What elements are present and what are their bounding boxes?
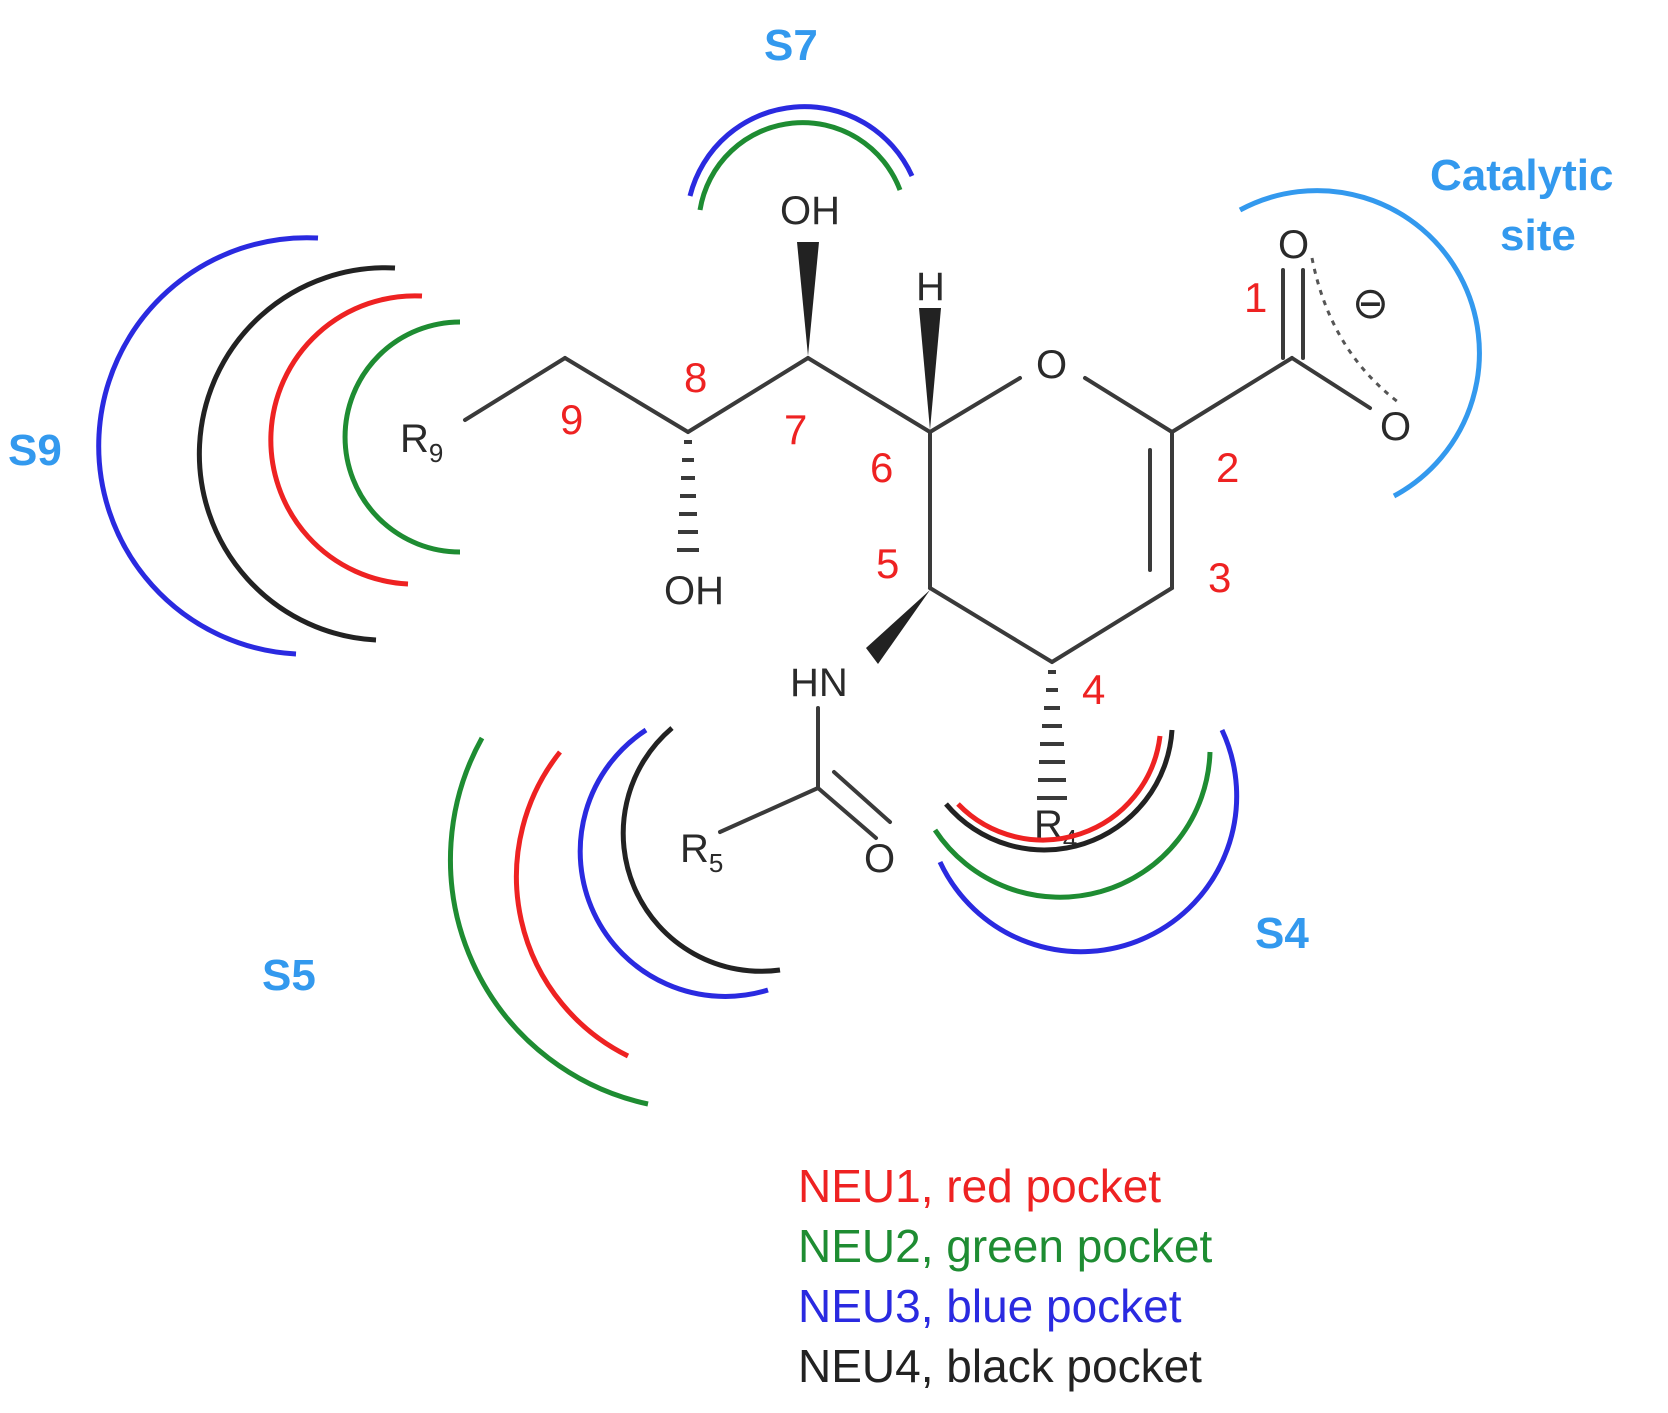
bond-c6-ring-o bbox=[928, 376, 1022, 434]
bond-c8-c9 bbox=[563, 356, 690, 434]
legend-item-neu1: NEU1, red pocket bbox=[798, 1160, 1161, 1212]
bond-c3-c4 bbox=[1050, 586, 1174, 664]
bond-c4-c5 bbox=[928, 586, 1054, 664]
bond-amide-c-o-double bbox=[832, 770, 892, 824]
atom-amide-o: O bbox=[864, 837, 895, 881]
s9-arc-black bbox=[196, 265, 396, 643]
site-label-catalytic-line2: site bbox=[1500, 211, 1576, 260]
s5-arc-black bbox=[620, 726, 781, 974]
atom-r5: R5 bbox=[680, 827, 723, 878]
wedge-bond-c6-h bbox=[919, 308, 941, 430]
s5-arc-red bbox=[513, 750, 630, 1059]
r5-subscript: 5 bbox=[709, 848, 723, 878]
atom-oh-top: OH bbox=[780, 189, 840, 233]
catalytic-site-arc bbox=[1238, 188, 1482, 499]
atom-r9: R9 bbox=[400, 417, 443, 468]
site-labels: S7 S9 S5 S4 Catalytic site bbox=[8, 21, 1613, 1000]
atom-carbonyl-o-top: O bbox=[1278, 223, 1309, 267]
bond-c2-c1 bbox=[1170, 356, 1294, 434]
carbon-number-8: 8 bbox=[684, 354, 707, 401]
site-label-catalytic-line1: Catalytic bbox=[1430, 151, 1613, 200]
atom-h: H bbox=[916, 265, 945, 309]
hashed-bond-c8-oh bbox=[677, 440, 699, 552]
carbon-number-3: 3 bbox=[1208, 554, 1231, 601]
atom-nh: HN bbox=[790, 661, 848, 705]
r9-letter: R bbox=[400, 417, 429, 461]
legend: NEU1, red pocket NEU2, green pocket NEU3… bbox=[798, 1160, 1212, 1392]
carbon-numbers: 1 2 3 4 5 6 7 8 9 bbox=[560, 274, 1267, 713]
carbon-number-2: 2 bbox=[1216, 444, 1239, 491]
hashed-bond-c4-r4 bbox=[1037, 670, 1067, 800]
wedge-bond-c5-nh bbox=[866, 590, 930, 664]
wedge-bond-c7-oh bbox=[797, 242, 819, 356]
s5-arc-blue bbox=[577, 727, 769, 999]
carbon-number-9: 9 bbox=[560, 396, 583, 443]
carbon-number-4: 4 bbox=[1082, 666, 1105, 713]
bond-c6-c7 bbox=[806, 356, 932, 434]
carbon-number-5: 5 bbox=[876, 540, 899, 587]
atom-oh-bottom: OH bbox=[664, 569, 724, 613]
bond-c7-c8 bbox=[686, 356, 810, 434]
carbon-number-6: 6 bbox=[870, 444, 893, 491]
legend-item-neu3: NEU3, blue pocket bbox=[798, 1280, 1182, 1332]
carbon-number-7: 7 bbox=[784, 406, 807, 453]
atom-ring-o: O bbox=[1036, 343, 1067, 387]
r5-letter: R bbox=[680, 827, 709, 871]
bond-amide-c-o bbox=[816, 786, 878, 840]
site-label-s9: S9 bbox=[8, 426, 62, 475]
r9-subscript: 9 bbox=[429, 438, 443, 468]
atom-labels: OH H O O O ⊖ OH HN O R9 R4 R5 bbox=[400, 189, 1411, 881]
pocket-arcs bbox=[96, 104, 1482, 1107]
s9-arc-blue bbox=[96, 235, 319, 657]
site-label-s7: S7 bbox=[764, 21, 818, 70]
legend-item-neu2: NEU2, green pocket bbox=[798, 1220, 1212, 1272]
bond-amide-c-r5 bbox=[718, 786, 820, 834]
s4-arc-green bbox=[932, 751, 1213, 900]
negative-charge: ⊖ bbox=[1352, 279, 1389, 328]
s9-arc-red bbox=[268, 293, 423, 587]
s4-arc-blue bbox=[937, 728, 1240, 955]
s5-arc-green bbox=[447, 736, 649, 1107]
site-label-s4: S4 bbox=[1255, 909, 1309, 958]
s4-arc-red bbox=[956, 735, 1163, 843]
carbon-number-1: 1 bbox=[1244, 274, 1267, 321]
bond-c9-r9 bbox=[463, 356, 567, 422]
bond-ring-o-c2 bbox=[1083, 376, 1174, 434]
s9-arc-green bbox=[342, 319, 461, 555]
molecule-skeleton bbox=[463, 242, 1399, 840]
s7-arc-blue bbox=[687, 104, 915, 197]
site-label-s5: S5 bbox=[262, 951, 316, 1000]
s4-arc-black bbox=[944, 729, 1175, 853]
legend-item-neu4: NEU4, black pocket bbox=[798, 1340, 1202, 1392]
bond-c1-o2 bbox=[1290, 356, 1372, 410]
s7-arc-green bbox=[697, 120, 903, 211]
atom-carbonyl-o-bottom: O bbox=[1380, 405, 1411, 449]
